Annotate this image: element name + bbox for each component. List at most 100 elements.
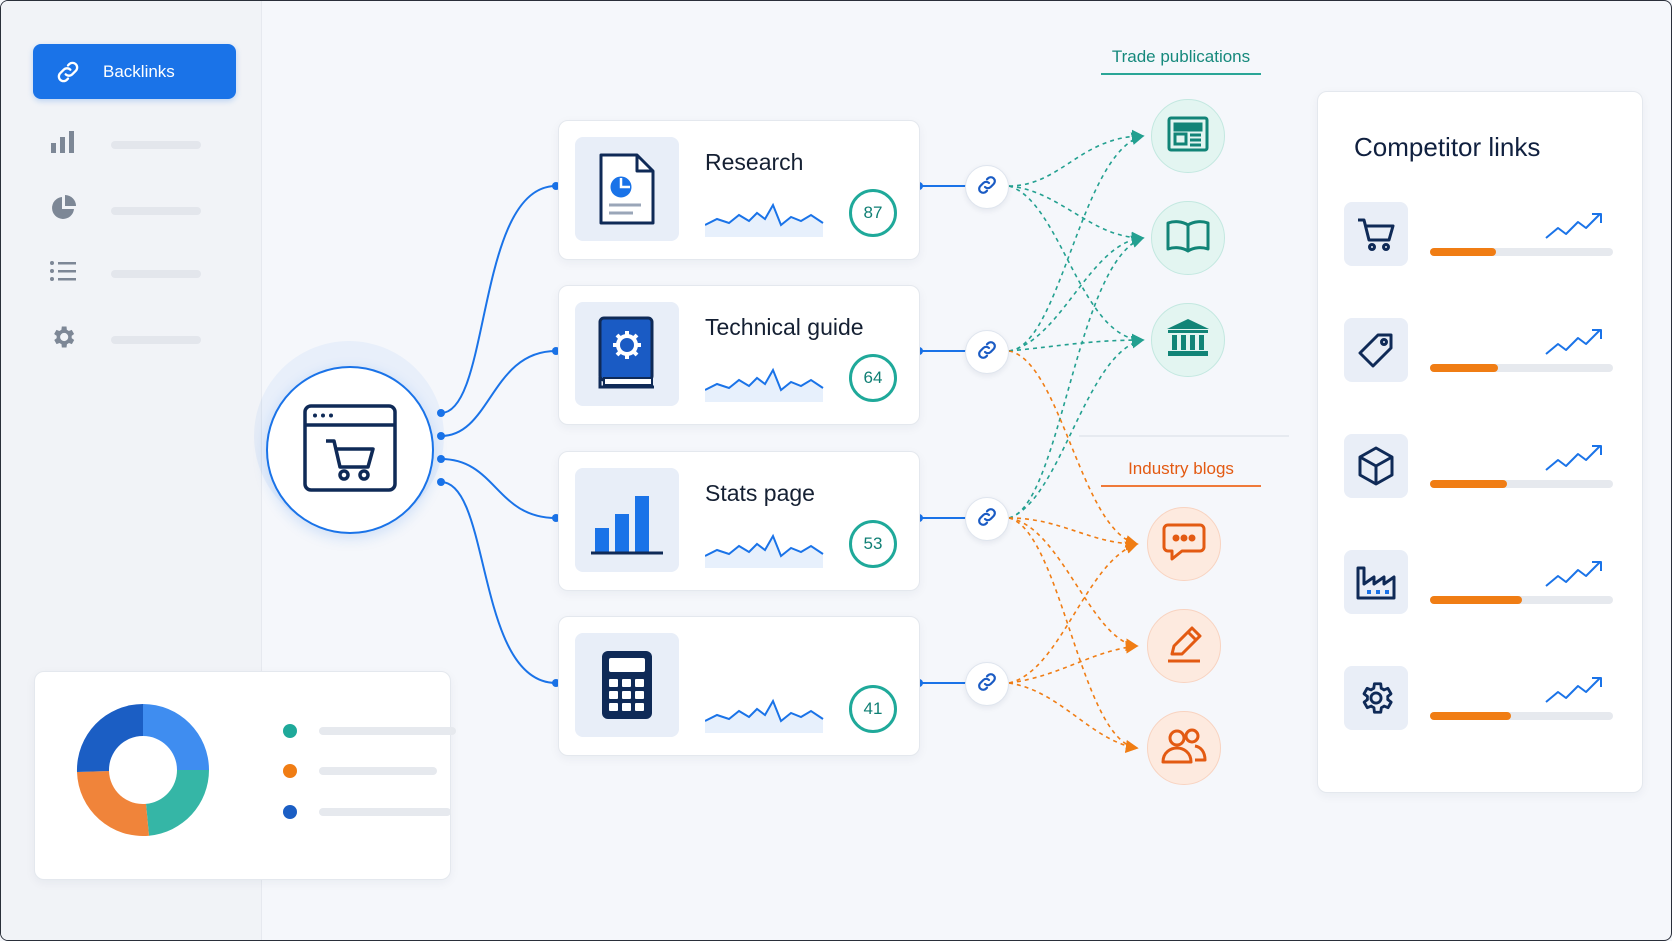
trade-link — [1008, 185, 1145, 245]
list-icon — [49, 259, 77, 288]
backlinks-button[interactable]: Backlinks — [33, 44, 236, 99]
distribution-card — [34, 671, 456, 880]
trend-up-icon — [1544, 674, 1606, 711]
authority-score: 41 — [849, 685, 897, 733]
competitor-strength-track — [1430, 596, 1613, 604]
page-title: Technical guide — [705, 314, 864, 340]
connector — [440, 350, 557, 437]
trade-link — [1008, 235, 1145, 519]
authority-score: 53 — [849, 520, 897, 568]
backlink-node[interactable] — [965, 165, 1009, 209]
nav-placeholder — [111, 140, 201, 149]
competitor-row[interactable] — [1344, 318, 1614, 384]
bar-chart-icon — [575, 468, 679, 572]
blog-node[interactable] — [1147, 711, 1221, 785]
legend-placeholder — [319, 727, 456, 735]
page-card-technical-guide[interactable]: Technical guide 64 — [558, 285, 920, 425]
trade-link — [1008, 333, 1145, 352]
chat-bubble-icon — [1162, 522, 1206, 567]
legend-placeholder — [319, 808, 451, 816]
blog-link — [1008, 640, 1139, 684]
institution-icon — [1166, 318, 1210, 363]
page-card-stats-page[interactable]: Stats page 53 — [558, 451, 920, 591]
competitor-strength-track — [1430, 712, 1613, 720]
competitor-row[interactable] — [1344, 550, 1614, 616]
trend-up-icon — [1544, 210, 1606, 247]
donut-chart — [76, 704, 209, 836]
legend-dot — [283, 724, 297, 738]
connector — [440, 458, 557, 519]
page-title: Research — [705, 149, 804, 175]
blog-link — [1008, 517, 1139, 551]
donut-segment — [77, 771, 149, 836]
connector-dot — [437, 455, 445, 463]
competitor-row[interactable] — [1344, 434, 1614, 500]
donut-segment — [143, 704, 209, 770]
competitor-links-title: Competitor links — [1354, 132, 1541, 162]
trade-node[interactable] — [1151, 201, 1225, 275]
legend-item — [283, 724, 456, 738]
trend-up-icon — [1544, 326, 1606, 363]
donut-segment — [146, 770, 209, 836]
bar-chart-icon — [49, 129, 77, 160]
donut-segment — [76, 704, 143, 772]
pie-chart-icon — [49, 194, 77, 227]
nav-placeholder — [111, 269, 201, 278]
legend-placeholder — [319, 767, 437, 775]
authority-score: 87 — [849, 189, 897, 237]
sidebar-item-lists[interactable] — [49, 259, 201, 288]
pencil-icon — [1164, 624, 1204, 669]
trend-up-icon — [1544, 442, 1606, 479]
trade-node[interactable] — [1151, 303, 1225, 377]
link-icon — [975, 505, 999, 534]
trade-publications-heading: Trade publications — [1101, 47, 1261, 75]
trade-link — [1008, 132, 1145, 352]
competitor-row[interactable] — [1344, 202, 1614, 268]
competitor-strength-track — [1430, 480, 1613, 488]
competitor-strength-fill — [1430, 712, 1511, 720]
page-card-calculator[interactable]: 41 — [558, 616, 920, 756]
link-icon — [33, 58, 103, 86]
trade-link — [1008, 335, 1145, 519]
document-chart-icon — [575, 137, 679, 241]
blog-node[interactable] — [1147, 507, 1221, 581]
link-icon — [975, 173, 999, 202]
store-hub[interactable] — [266, 366, 434, 534]
competitor-strength-fill — [1430, 480, 1507, 488]
competitor-strength-fill — [1430, 248, 1496, 256]
link-icon — [975, 338, 999, 367]
cart-icon — [1344, 202, 1408, 266]
trade-link — [1008, 232, 1145, 352]
calculator-icon — [575, 633, 679, 737]
trade-link — [1008, 185, 1145, 347]
users-icon — [1161, 726, 1207, 771]
connector-dot — [437, 409, 445, 417]
backlink-node[interactable] — [965, 497, 1009, 541]
blog-node[interactable] — [1147, 609, 1221, 683]
trade-node[interactable] — [1151, 99, 1225, 173]
sidebar-item-reports[interactable] — [49, 194, 201, 227]
page-title: Stats page — [705, 480, 815, 506]
backlink-node[interactable] — [965, 662, 1009, 706]
gear-icon — [49, 323, 77, 356]
blog-link — [1008, 682, 1139, 753]
open-book-icon — [1166, 219, 1210, 258]
legend-item — [283, 764, 437, 778]
sidebar-item-analytics[interactable] — [49, 129, 201, 160]
page-card-research[interactable]: Research 87 — [558, 120, 920, 260]
competitor-row[interactable] — [1344, 666, 1614, 732]
connector — [440, 481, 557, 684]
blog-link — [1008, 517, 1139, 652]
box-icon — [1344, 434, 1408, 498]
competitor-strength-track — [1430, 248, 1613, 256]
backlink-node[interactable] — [965, 330, 1009, 374]
sidebar-item-settings[interactable] — [49, 323, 201, 356]
blog-link — [1008, 541, 1139, 684]
competitor-links-panel: Competitor links — [1317, 91, 1643, 793]
factory-icon — [1344, 550, 1408, 614]
legend-item — [283, 805, 451, 819]
book-gear-icon — [575, 302, 679, 406]
connector — [440, 185, 557, 414]
